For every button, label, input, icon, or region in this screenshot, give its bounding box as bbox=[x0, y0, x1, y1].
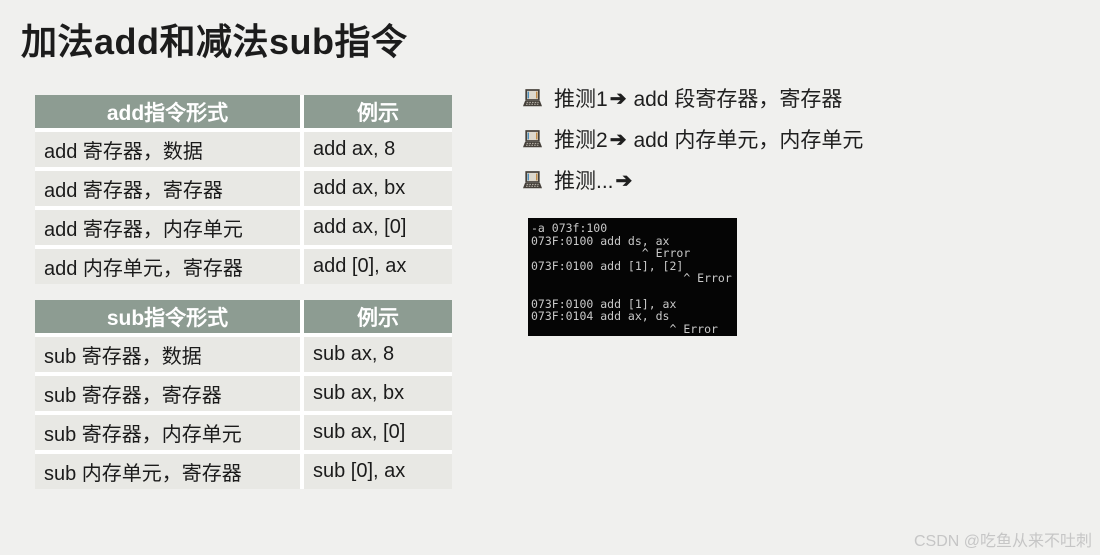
laptop-icon bbox=[523, 170, 542, 188]
bullet-text: add 内存单元，内存单元 bbox=[633, 129, 864, 152]
arrow-icon: ➔ bbox=[609, 87, 627, 110]
arrow-icon: ➔ bbox=[615, 169, 633, 192]
arrow-icon: ➔ bbox=[609, 128, 627, 151]
table-header-cell: 例示 bbox=[304, 95, 452, 128]
table-cell: add [0], ax bbox=[304, 249, 452, 284]
table-cell: add 寄存器，内存单元 bbox=[35, 210, 300, 245]
table-cell: add 寄存器，数据 bbox=[35, 132, 300, 167]
table-cell: sub 寄存器，数据 bbox=[35, 337, 300, 372]
bullet-label: 推测2 bbox=[554, 129, 608, 152]
laptop-icon bbox=[523, 88, 542, 106]
guess-bullet-list: 推测1➔add 段寄存器，寄存器 推测2➔add 内存单元，内存单元 推测...… bbox=[522, 84, 863, 207]
table-cell: sub ax, 8 bbox=[304, 337, 452, 372]
terminal-text: -a 073f:100 073F:0100 add ds, ax ^ Error… bbox=[531, 221, 732, 336]
sub-instruction-table: sub指令形式 例示 sub 寄存器，数据 sub ax, 8 sub 寄存器，… bbox=[35, 300, 452, 489]
table-cell: add 寄存器，寄存器 bbox=[35, 171, 300, 206]
table-header-cell: add指令形式 bbox=[35, 95, 300, 128]
bullet-text: add 段寄存器，寄存器 bbox=[633, 88, 843, 111]
add-instruction-table: add指令形式 例示 add 寄存器，数据 add ax, 8 add 寄存器，… bbox=[35, 95, 452, 284]
table-cell: add ax, bx bbox=[304, 171, 452, 206]
bullet-item: 推测1➔ add 段寄存器，寄存器 bbox=[522, 84, 863, 112]
table-header-cell: sub指令形式 bbox=[35, 300, 300, 333]
page-title: 加法add和减法sub指令 bbox=[21, 21, 408, 62]
table-cell: sub 寄存器，内存单元 bbox=[35, 415, 300, 450]
table-cell: sub 寄存器，寄存器 bbox=[35, 376, 300, 411]
bullet-label: 推测... bbox=[554, 170, 614, 193]
bullet-item: 推测2➔ add 内存单元，内存单元 bbox=[522, 125, 863, 153]
bullet-item: 推测...➔ bbox=[522, 166, 863, 194]
table-cell: sub 内存单元，寄存器 bbox=[35, 454, 300, 489]
terminal-screenshot: -a 073f:100 073F:0100 add ds, ax ^ Error… bbox=[528, 218, 737, 336]
bullet-label: 推测1 bbox=[554, 88, 608, 111]
table-header-cell: 例示 bbox=[304, 300, 452, 333]
table-cell: add ax, 8 bbox=[304, 132, 452, 167]
table-cell: sub ax, bx bbox=[304, 376, 452, 411]
table-cell: sub [0], ax bbox=[304, 454, 452, 489]
watermark: CSDN @吃鱼从来不吐刺 bbox=[913, 533, 1092, 550]
table-cell: add 内存单元，寄存器 bbox=[35, 249, 300, 284]
laptop-icon bbox=[523, 129, 542, 147]
table-cell: add ax, [0] bbox=[304, 210, 452, 245]
table-cell: sub ax, [0] bbox=[304, 415, 452, 450]
